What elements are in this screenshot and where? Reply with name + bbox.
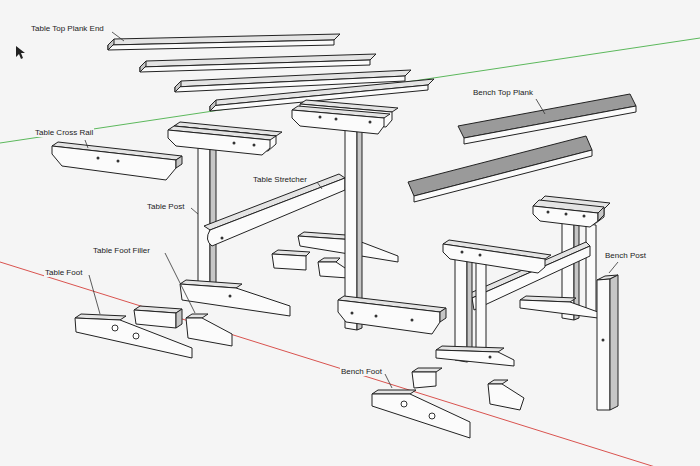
rail-front (168, 130, 270, 155)
bolt-hole (229, 295, 232, 298)
foot-front (180, 284, 290, 316)
bolt-hole (112, 325, 118, 331)
rail-front (292, 110, 384, 134)
post-front (476, 262, 486, 352)
plank-end (108, 39, 114, 50)
leader-line (385, 374, 392, 388)
plank-front (108, 40, 334, 50)
part-label: Table Foot (44, 268, 83, 277)
bolt-hole (489, 356, 492, 359)
bolt-hole (602, 339, 605, 342)
part-label: Table Stretcher (252, 175, 308, 184)
bolt-hole (479, 254, 482, 257)
leader-line (85, 140, 88, 148)
part-label: Table Post (146, 202, 185, 211)
bolt-hole (97, 157, 100, 160)
filler-front (186, 318, 232, 346)
bolt-hole (319, 116, 322, 119)
filler-top (186, 314, 208, 318)
green-axis (0, 38, 700, 143)
part-label: Table Top Plank End (30, 24, 105, 33)
bolt-hole (221, 237, 224, 240)
bolt-hole (253, 144, 256, 147)
bolt-hole (335, 118, 338, 121)
filler-side (176, 309, 182, 328)
post-front (198, 148, 210, 298)
part-label: Bench Post (604, 251, 647, 260)
bolt-hole (133, 333, 139, 339)
bolt-hole (429, 413, 435, 419)
bolt-hole (351, 312, 354, 315)
bolt-hole (369, 121, 372, 124)
filler-front (318, 262, 348, 278)
foot-front (520, 300, 598, 318)
plank-end (140, 61, 146, 72)
bolt-hole (401, 401, 407, 407)
bolt-hole (565, 213, 568, 216)
filler-top (318, 258, 340, 262)
rail-end (598, 207, 604, 221)
leader-line (536, 99, 545, 114)
rail-end (440, 308, 446, 322)
bench-plank-top (408, 136, 592, 196)
bolt-hole (583, 215, 586, 218)
part-label: Table Foot Filler (92, 246, 151, 255)
foot-top (372, 390, 416, 394)
rail-front (338, 300, 440, 334)
leader-line (165, 253, 195, 313)
post-side (610, 275, 618, 410)
bolt-hole (547, 211, 550, 214)
part-label: Bench Top Plank (472, 88, 534, 97)
filler-top (412, 368, 442, 372)
plank-front (140, 60, 370, 72)
filler-top (488, 380, 508, 384)
rail-front (52, 146, 176, 180)
bolt-hole (375, 315, 378, 318)
post-front (597, 279, 610, 410)
filler-front (272, 254, 306, 270)
foot-front (372, 394, 470, 438)
bolt-hole (233, 142, 236, 145)
foot-front (436, 350, 514, 366)
part-label: Table Cross Rail (34, 128, 94, 137)
stretcher-top (204, 174, 345, 230)
part-label: Bench Foot (340, 367, 383, 376)
stretcher-front (207, 178, 345, 246)
leader-line (317, 182, 322, 189)
leader-line (609, 262, 618, 273)
leader-line (191, 208, 198, 214)
plank-end (210, 100, 216, 111)
mouse-cursor (16, 46, 25, 59)
filler-front (412, 372, 436, 388)
filler-front (134, 310, 176, 328)
leader-line (112, 32, 124, 41)
bolt-hole (461, 251, 464, 254)
rail-front (443, 244, 545, 273)
leader-line (89, 275, 100, 314)
bolt-hole (117, 160, 120, 163)
rail-front (533, 206, 598, 227)
rail-end (176, 156, 182, 168)
bolt-hole (411, 319, 414, 322)
bench-plank-front (414, 150, 592, 202)
bench-plank-front (464, 106, 636, 144)
post-front (586, 224, 596, 312)
plank-end (175, 81, 181, 92)
post-side (467, 256, 472, 362)
filler-front (488, 384, 524, 410)
